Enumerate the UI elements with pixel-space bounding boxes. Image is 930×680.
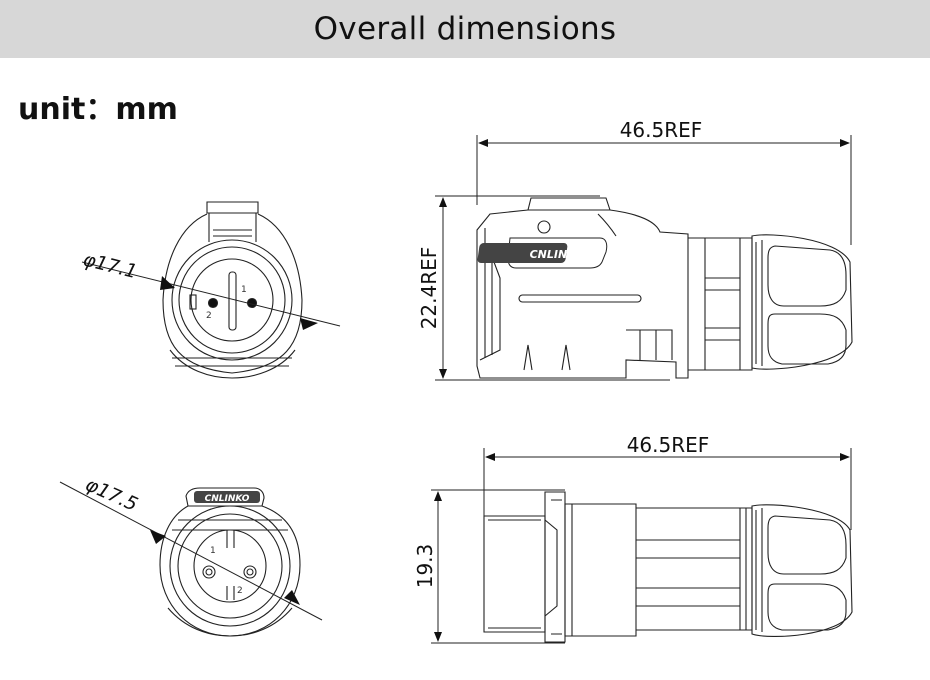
- top-side-connector-body: [476, 197, 853, 379]
- top-front-diameter-arrow-left: [160, 276, 175, 290]
- bottom-side-length-label: 46.5REF: [627, 433, 710, 457]
- page-title: Overall dimensions: [313, 11, 617, 47]
- bottom-side-height-label: 19.3: [413, 544, 437, 589]
- top-front-diameter-arrow-right: [300, 318, 318, 330]
- bottom-front-brand-logo: CNLINKO: [194, 491, 260, 504]
- bottom-side-dimension-lines: [431, 448, 852, 644]
- top-front-diameter-line: [81, 261, 341, 327]
- top-side-length-label: 46.5REF: [620, 118, 703, 142]
- bottom-front-diameter-arrow-left: [150, 530, 166, 544]
- bottom-front-diameter-arrow-right: [284, 590, 300, 605]
- unit-label: unit：mm: [18, 92, 178, 127]
- bottom-front-diameter-line: [59, 481, 323, 621]
- top-front-pin-2-label: 2: [206, 311, 212, 321]
- top-side-height-label: 22.4REF: [417, 247, 441, 330]
- top-front-diameter-label: φ17.1: [81, 249, 140, 284]
- bottom-front-pin-1-label: 1: [210, 546, 216, 556]
- top-front-view: [162, 201, 303, 379]
- bottom-front-brand-text: CNLINKO: [205, 494, 250, 504]
- top-front-pin-1-label: 1: [241, 285, 247, 295]
- top-side-brand-text: CNLINKO: [530, 248, 585, 261]
- bottom-front-view: [159, 487, 301, 637]
- header-bar: Overall dimensions: [0, 0, 930, 58]
- bottom-side-connector-body: [483, 491, 853, 643]
- top-side-dimension-lines: [435, 135, 852, 381]
- top-side-brand-logo: CNLINKO: [477, 237, 608, 269]
- bottom-front-pin-2-label: 2: [237, 586, 243, 596]
